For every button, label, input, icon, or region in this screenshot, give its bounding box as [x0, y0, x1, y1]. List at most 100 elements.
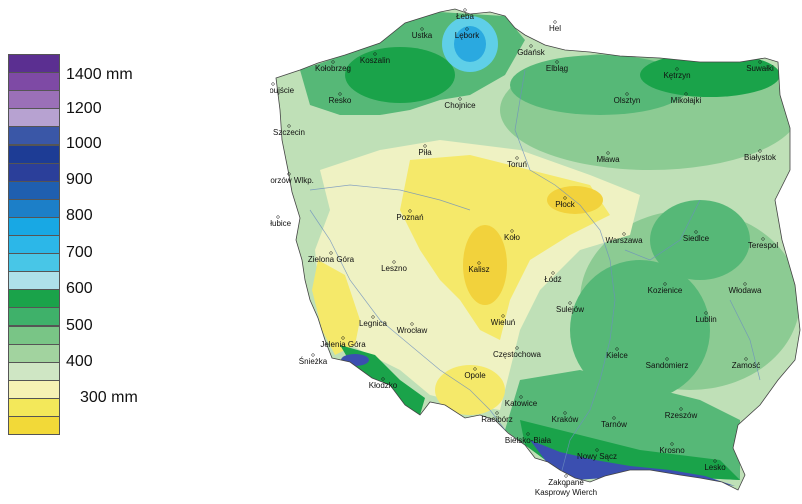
city-marker — [529, 44, 533, 48]
legend-swatch — [8, 126, 60, 146]
city-marker — [423, 144, 427, 148]
legend-swatch — [8, 307, 60, 327]
city-marker — [606, 151, 610, 155]
legend-swatch — [8, 416, 60, 436]
river — [514, 69, 616, 479]
legend-swatch — [8, 361, 60, 381]
city-label: Ustka — [412, 31, 433, 40]
city-marker — [551, 271, 555, 275]
city-marker — [458, 97, 462, 101]
legend-label: 500 — [66, 317, 93, 334]
city-label: Włodawa — [729, 286, 762, 295]
city-label: Kielce — [606, 351, 628, 360]
legend-swatch — [8, 72, 60, 92]
city-marker — [271, 82, 275, 86]
kalisz-driest-core — [463, 225, 507, 305]
legend-swatch — [8, 90, 60, 110]
city-label: Zamość — [732, 361, 760, 370]
city-label: Sandomierz — [646, 361, 689, 370]
city-label: Słubice — [270, 219, 292, 228]
city-label: Gorzów Wlkp. — [270, 176, 314, 185]
legend-label: 900 — [66, 171, 93, 188]
city-marker — [463, 8, 467, 12]
legend-swatch — [8, 54, 60, 74]
city-marker — [311, 353, 315, 357]
city-marker — [338, 92, 342, 96]
city-marker — [420, 27, 424, 31]
city-marker — [758, 60, 762, 64]
city-label: Koło — [504, 233, 521, 242]
city-marker — [287, 124, 291, 128]
city-label: Zakopane — [548, 478, 584, 487]
city-label: Kasprowy Wierch — [535, 488, 597, 497]
city-marker — [694, 230, 698, 234]
city-label: Jelenia Góra — [320, 340, 366, 349]
legend-swatch — [8, 180, 60, 200]
city-marker — [392, 260, 396, 264]
city-label: Piła — [418, 148, 432, 157]
legend-label: 700 — [66, 244, 93, 261]
lubuskie-dry-zone — [312, 260, 360, 355]
city-label: Elbląg — [546, 64, 568, 73]
city-label: Kraków — [552, 415, 579, 424]
legend-swatch — [8, 216, 60, 236]
city-marker — [341, 336, 345, 340]
city-marker — [381, 377, 385, 381]
city-label: Siedlce — [683, 234, 710, 243]
city-label: Leszno — [381, 264, 407, 273]
city-marker — [625, 92, 629, 96]
city-label: Lębork — [455, 31, 480, 40]
city-marker — [595, 448, 599, 452]
city-label: Resko — [329, 96, 352, 105]
city-label: Terespol — [748, 241, 778, 250]
city-label: Wrocław — [397, 326, 428, 335]
city-marker — [761, 237, 765, 241]
city-label: Świnoujście — [270, 86, 295, 95]
legend-label: 1200 — [66, 100, 102, 117]
city-marker — [684, 92, 688, 96]
city-label: Lesko — [704, 463, 726, 472]
city-marker — [510, 229, 514, 233]
city-marker — [679, 407, 683, 411]
city-label: Suwałki — [746, 64, 774, 73]
river — [309, 184, 471, 211]
legend-swatch — [8, 271, 60, 291]
city-marker — [555, 60, 559, 64]
city-marker — [553, 20, 557, 24]
city-marker — [515, 346, 519, 350]
city-marker — [563, 196, 567, 200]
masuria-wet-core — [640, 53, 780, 97]
legend-label: 300 mm — [80, 389, 138, 406]
city-marker — [501, 314, 505, 318]
city-marker — [743, 282, 747, 286]
legend-label: 800 — [66, 207, 93, 224]
plock-dry-core — [547, 186, 603, 214]
city-marker — [276, 215, 280, 219]
city-label: Łódź — [544, 275, 561, 284]
city-marker — [622, 232, 626, 236]
city-label: Wieluń — [491, 318, 515, 327]
city-label: Toruń — [507, 160, 527, 169]
city-label: Płock — [555, 200, 576, 209]
city-label: Nowy Sącz — [577, 452, 617, 461]
legend-label: 600 — [66, 280, 93, 297]
city-label: Kozienice — [648, 286, 683, 295]
city-marker — [329, 251, 333, 255]
city-marker — [477, 261, 481, 265]
city-label: Legnica — [359, 319, 388, 328]
city-marker — [371, 315, 375, 319]
river — [729, 299, 761, 381]
city-marker — [465, 27, 469, 31]
city-marker — [519, 395, 523, 399]
city-label: Gdańsk — [517, 48, 546, 57]
city-marker — [473, 367, 477, 371]
city-marker — [526, 432, 530, 436]
holy-cross-zone — [570, 260, 710, 400]
city-label: Hel — [549, 24, 561, 33]
city-label: Katowice — [505, 399, 538, 408]
city-marker — [663, 282, 667, 286]
city-label: Białystok — [744, 153, 777, 162]
leba-precip-core — [454, 26, 486, 62]
city-marker — [495, 411, 499, 415]
